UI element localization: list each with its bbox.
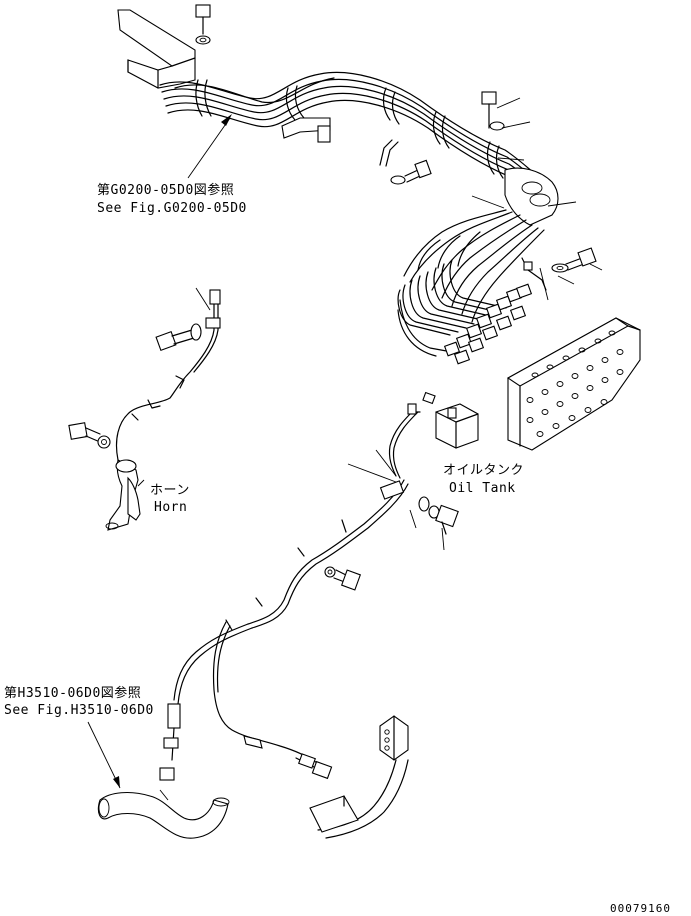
upper-mounting-bracket — [117, 9, 196, 89]
bolt-top — [195, 4, 211, 45]
elbow-junction — [504, 167, 559, 226]
callout-h3510-ja: 第H3510-06D0図参照 — [4, 686, 142, 701]
oil-tank-harness — [225, 403, 419, 631]
bolt-upper-right — [481, 91, 505, 131]
hose-fanout — [403, 209, 545, 323]
oil-tank-sensor — [409, 391, 479, 449]
valve-manifold-block — [506, 317, 641, 451]
right-pipe — [309, 759, 409, 839]
lower-hose — [97, 789, 230, 839]
manifold-holes — [526, 330, 624, 437]
bolt-horn-upper — [155, 323, 202, 352]
callout-h3510-en: See Fig.H3510-06D0 — [4, 703, 154, 718]
callout-oil-tank-en: Oil Tank — [449, 481, 516, 496]
callout-g0200-ja: 第G0200-05D0図参照 — [97, 183, 235, 198]
lower-harness — [159, 621, 333, 781]
callout-horn-ja: ホーン — [150, 483, 190, 498]
horn-wire-harness — [115, 287, 221, 461]
switch-block — [379, 715, 409, 761]
hose-clamp-bands — [195, 79, 504, 179]
bolt-mid — [324, 566, 362, 591]
callout-g0200-en: See Fig.G0200-05D0 — [97, 201, 247, 216]
clip-mid-upper — [379, 139, 432, 185]
callout-horn-en: Horn — [154, 500, 188, 515]
horn — [105, 459, 145, 531]
drawing-number: 00079160 — [610, 902, 671, 915]
leader-g0200 — [187, 114, 232, 179]
tube-group-lower — [397, 259, 507, 357]
bolt-horn-lower — [68, 422, 111, 449]
leader-h3510 — [87, 721, 121, 789]
callout-oil-tank-ja: オイルタンク — [443, 463, 525, 478]
bundle-support-bracket — [281, 117, 331, 143]
bolt-oil-tank — [347, 449, 459, 551]
tube-end-fittings — [443, 283, 533, 365]
bolt-right — [551, 247, 597, 273]
leader-lines-top-right — [471, 97, 603, 301]
